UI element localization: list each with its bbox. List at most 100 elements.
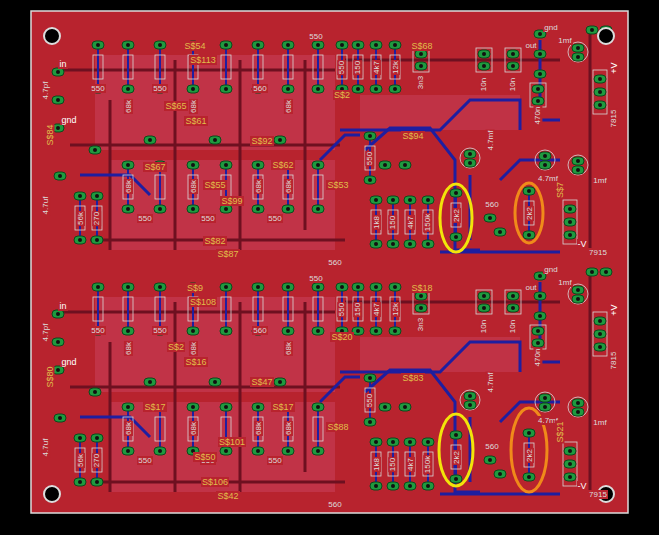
component-value: 4k7 (372, 302, 381, 317)
part-name: S$62 (271, 160, 294, 170)
component-value: gnd (60, 115, 77, 125)
component-value: 4k7 (406, 457, 415, 472)
component-value: 560 (327, 500, 342, 509)
channel-b (52, 268, 612, 494)
component-value: 10n (479, 76, 488, 91)
component-value: 12k (391, 60, 400, 75)
component-value: 550 (337, 301, 346, 316)
component-value: 4k7 (406, 215, 415, 230)
component-value: 68k (189, 421, 198, 436)
part-name: S$18 (410, 283, 433, 293)
part-name: S$47 (250, 377, 273, 387)
part-name: S$108 (189, 297, 217, 307)
part-name: S$82 (203, 236, 226, 246)
component-value: 550 (365, 392, 374, 407)
component-value: out (524, 41, 537, 50)
part-name: S$113 (189, 55, 216, 65)
component-value: 2k2 (525, 206, 534, 221)
component-value: 560 (252, 326, 267, 335)
component-value: 3n3 (416, 316, 425, 331)
part-name: S$17 (271, 402, 294, 412)
component-value: 4.7uf (41, 437, 50, 457)
component-value: 150 (388, 214, 397, 229)
component-value: 550 (152, 326, 167, 335)
component-value: 550 (90, 84, 105, 93)
part-name: S$80 (45, 365, 55, 388)
component-value: 68k (284, 341, 293, 356)
component-value: 4.7pf (41, 80, 50, 100)
component-value: 150 (353, 301, 362, 316)
part-name: S$83 (401, 373, 424, 383)
component-value: 4k7 (372, 60, 381, 75)
component-value: 560 (484, 200, 499, 209)
component-value: 56k (76, 211, 85, 226)
part-name: S$101 (218, 437, 246, 447)
component-value: 68k (254, 179, 263, 194)
component-value: 560 (252, 84, 267, 93)
component-value: -V (577, 481, 588, 491)
component-value: 7815 (609, 350, 618, 370)
component-value: 1k8 (372, 457, 381, 472)
component-value: 7915 (588, 490, 608, 499)
component-value: 470n (533, 105, 542, 125)
component-value: -V (577, 239, 588, 249)
component-value: 150 (388, 456, 397, 471)
component-value: 68k (254, 421, 263, 436)
component-value: in (58, 59, 67, 69)
component-value: +V (609, 61, 619, 74)
component-value: 68k (189, 99, 198, 114)
part-name: S$106 (201, 477, 229, 487)
part-name: S$61 (184, 116, 207, 126)
component-value: 10n (508, 318, 517, 333)
component-value: 270 (92, 452, 101, 467)
component-value: 68k (284, 421, 293, 436)
component-value: gnd (543, 23, 558, 32)
component-value: 68k (189, 341, 198, 356)
component-value: 4.7mf (485, 129, 494, 151)
part-name: S$84 (45, 123, 55, 146)
part-name: S$68 (410, 41, 433, 51)
component-value: 150k (423, 454, 432, 473)
part-name: S$67 (143, 162, 166, 172)
part-name: S$54 (183, 41, 206, 51)
component-value: 550 (337, 59, 346, 74)
part-name: S$88 (326, 422, 349, 432)
component-value: gnd (60, 357, 77, 367)
component-value: 2k2 (452, 208, 461, 223)
part-name: S$87 (216, 249, 239, 259)
component-value: 10n (508, 76, 517, 91)
component-value: 150 (353, 59, 362, 74)
component-value: in (58, 301, 67, 311)
channel-a (52, 26, 612, 252)
component-value: 7915 (588, 248, 608, 257)
part-name: S$94 (401, 131, 424, 141)
component-value: 1mf (557, 36, 572, 45)
component-value: 550 (137, 456, 152, 465)
part-name: S$7 (555, 181, 565, 199)
component-value: 12k (391, 302, 400, 317)
component-value: 56k (76, 453, 85, 468)
component-value: 1mf (557, 278, 572, 287)
part-name: S$55 (203, 180, 226, 190)
component-value: 550 (308, 274, 323, 283)
component-value: 68k (124, 99, 133, 114)
part-name: S$99 (220, 196, 243, 206)
component-value: 1k8 (372, 215, 381, 230)
component-value: 68k (284, 99, 293, 114)
component-value: 68k (124, 341, 133, 356)
part-name: S$20 (330, 332, 353, 342)
component-value: gnd (543, 265, 558, 274)
part-name: S$21 (555, 420, 565, 443)
component-value: 470n (533, 347, 542, 367)
component-value: 550 (308, 32, 323, 41)
component-value: 68k (124, 421, 133, 436)
component-value: 2k2 (525, 448, 534, 463)
component-value: 68k (189, 179, 198, 194)
component-value: 550 (137, 214, 152, 223)
part-name: S$16 (184, 357, 207, 367)
component-value: 550 (152, 84, 167, 93)
component-value: 2k2 (452, 450, 461, 465)
part-name: S$65 (164, 101, 187, 111)
